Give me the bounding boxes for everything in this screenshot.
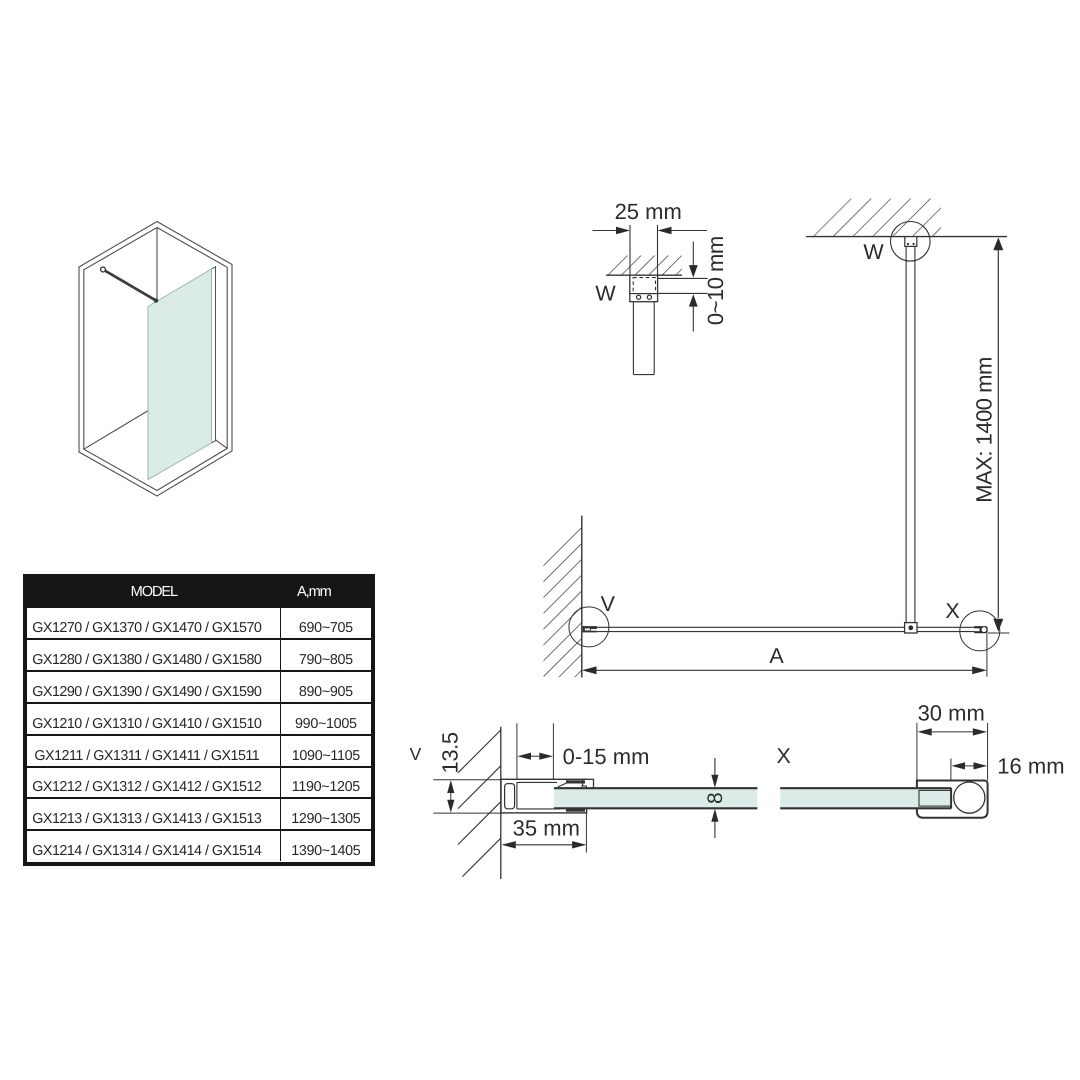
- svg-text:X: X: [945, 599, 959, 623]
- svg-text:0-15 mm: 0-15 mm: [563, 744, 650, 769]
- svg-text:30 mm: 30 mm: [918, 700, 985, 725]
- svg-text:W: W: [595, 281, 616, 305]
- svg-text:V: V: [410, 744, 422, 764]
- svg-text:35 mm: 35 mm: [513, 816, 580, 841]
- svg-text:25 mm: 25 mm: [615, 199, 682, 224]
- svg-text:X: X: [777, 744, 791, 768]
- svg-text:8: 8: [704, 792, 727, 804]
- svg-text:MAX: 1400 mm: MAX: 1400 mm: [972, 357, 997, 503]
- svg-text:W: W: [863, 240, 884, 264]
- svg-text:V: V: [601, 592, 616, 616]
- svg-text:0~10 mm: 0~10 mm: [703, 236, 728, 325]
- svg-text:13.5: 13.5: [437, 732, 462, 773]
- svg-text:16 mm: 16 mm: [997, 754, 1064, 779]
- svg-text:A: A: [769, 644, 784, 668]
